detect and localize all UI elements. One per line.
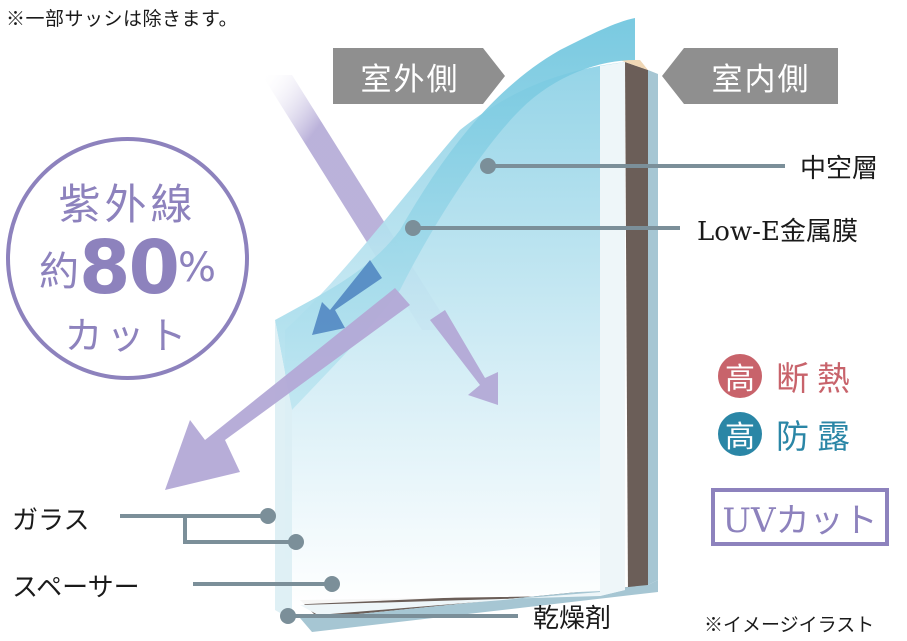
feature-label: 断熱 [776, 359, 858, 398]
callout-desiccant: 乾燥剤 [533, 604, 612, 634]
outdoor-side-tag: 室外側 [333, 48, 505, 104]
indoor-side-label: 室内側 [711, 61, 811, 98]
feature-high-condensation-prevention: 高 防露 [718, 410, 858, 458]
uv-badge-cut: カット [64, 314, 191, 358]
uv-ray-reflected [165, 260, 498, 490]
feature-label: 防露 [776, 417, 858, 456]
illustration-note: ※イメージイラスト [704, 614, 875, 636]
uv-badge-value: 約80% [10, 225, 245, 311]
indoor-side-tag: 室内側 [662, 48, 838, 104]
leader-dots [260, 158, 496, 624]
outdoor-side-label: 室外側 [360, 61, 460, 98]
leader-lines [120, 164, 785, 618]
callout-spacer: スペーサー [12, 573, 140, 603]
exclusion-note: ※一部サッシは除きます。 [6, 8, 239, 30]
uv-badge-number: 80 [79, 225, 180, 311]
high-circle-icon: 高 [718, 412, 762, 456]
feature-high-insulation: 高 断熱 [718, 352, 858, 400]
uv-badge-title: 紫外線 [58, 180, 197, 229]
uv-cut-box: UVカット [711, 488, 889, 546]
high-circle-icon: 高 [718, 354, 762, 398]
uv-badge-prefix: 約 [39, 249, 79, 295]
uv-cut-80-badge: 紫外線 約80% カット [6, 137, 249, 380]
callout-low-e: Low-E金属膜 [697, 217, 858, 247]
callout-hollow-layer: 中空層 [800, 154, 879, 184]
uv-badge-unit: % [177, 245, 216, 291]
callout-glass: ガラス [12, 506, 90, 536]
